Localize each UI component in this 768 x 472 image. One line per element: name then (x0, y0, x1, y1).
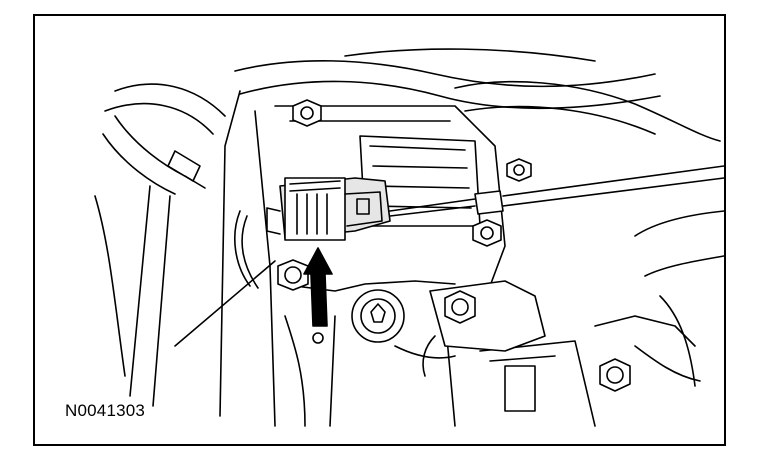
electrical-connector-icon (266, 177, 391, 241)
bolt-center-large (351, 289, 405, 343)
wiring-harness (174, 165, 724, 347)
bolt-left-lower (277, 259, 309, 291)
bolt-bracket (444, 290, 476, 324)
bolt-right-mid (472, 219, 502, 247)
engine-block (219, 90, 724, 427)
stud (312, 332, 324, 344)
engine-illustration (94, 48, 724, 427)
figure-id: N0041303 (65, 401, 146, 420)
up-arrow-icon (303, 247, 333, 327)
upper-hoses (104, 48, 721, 142)
bolt-top (292, 99, 322, 127)
bolt-bottom-right (599, 358, 631, 392)
bolt-right-upper (506, 158, 532, 182)
diagram-frame: N0041303 (33, 14, 726, 446)
left-hose (94, 115, 206, 407)
right-bracket (422, 280, 546, 377)
hex-bolt-icon (277, 99, 631, 392)
